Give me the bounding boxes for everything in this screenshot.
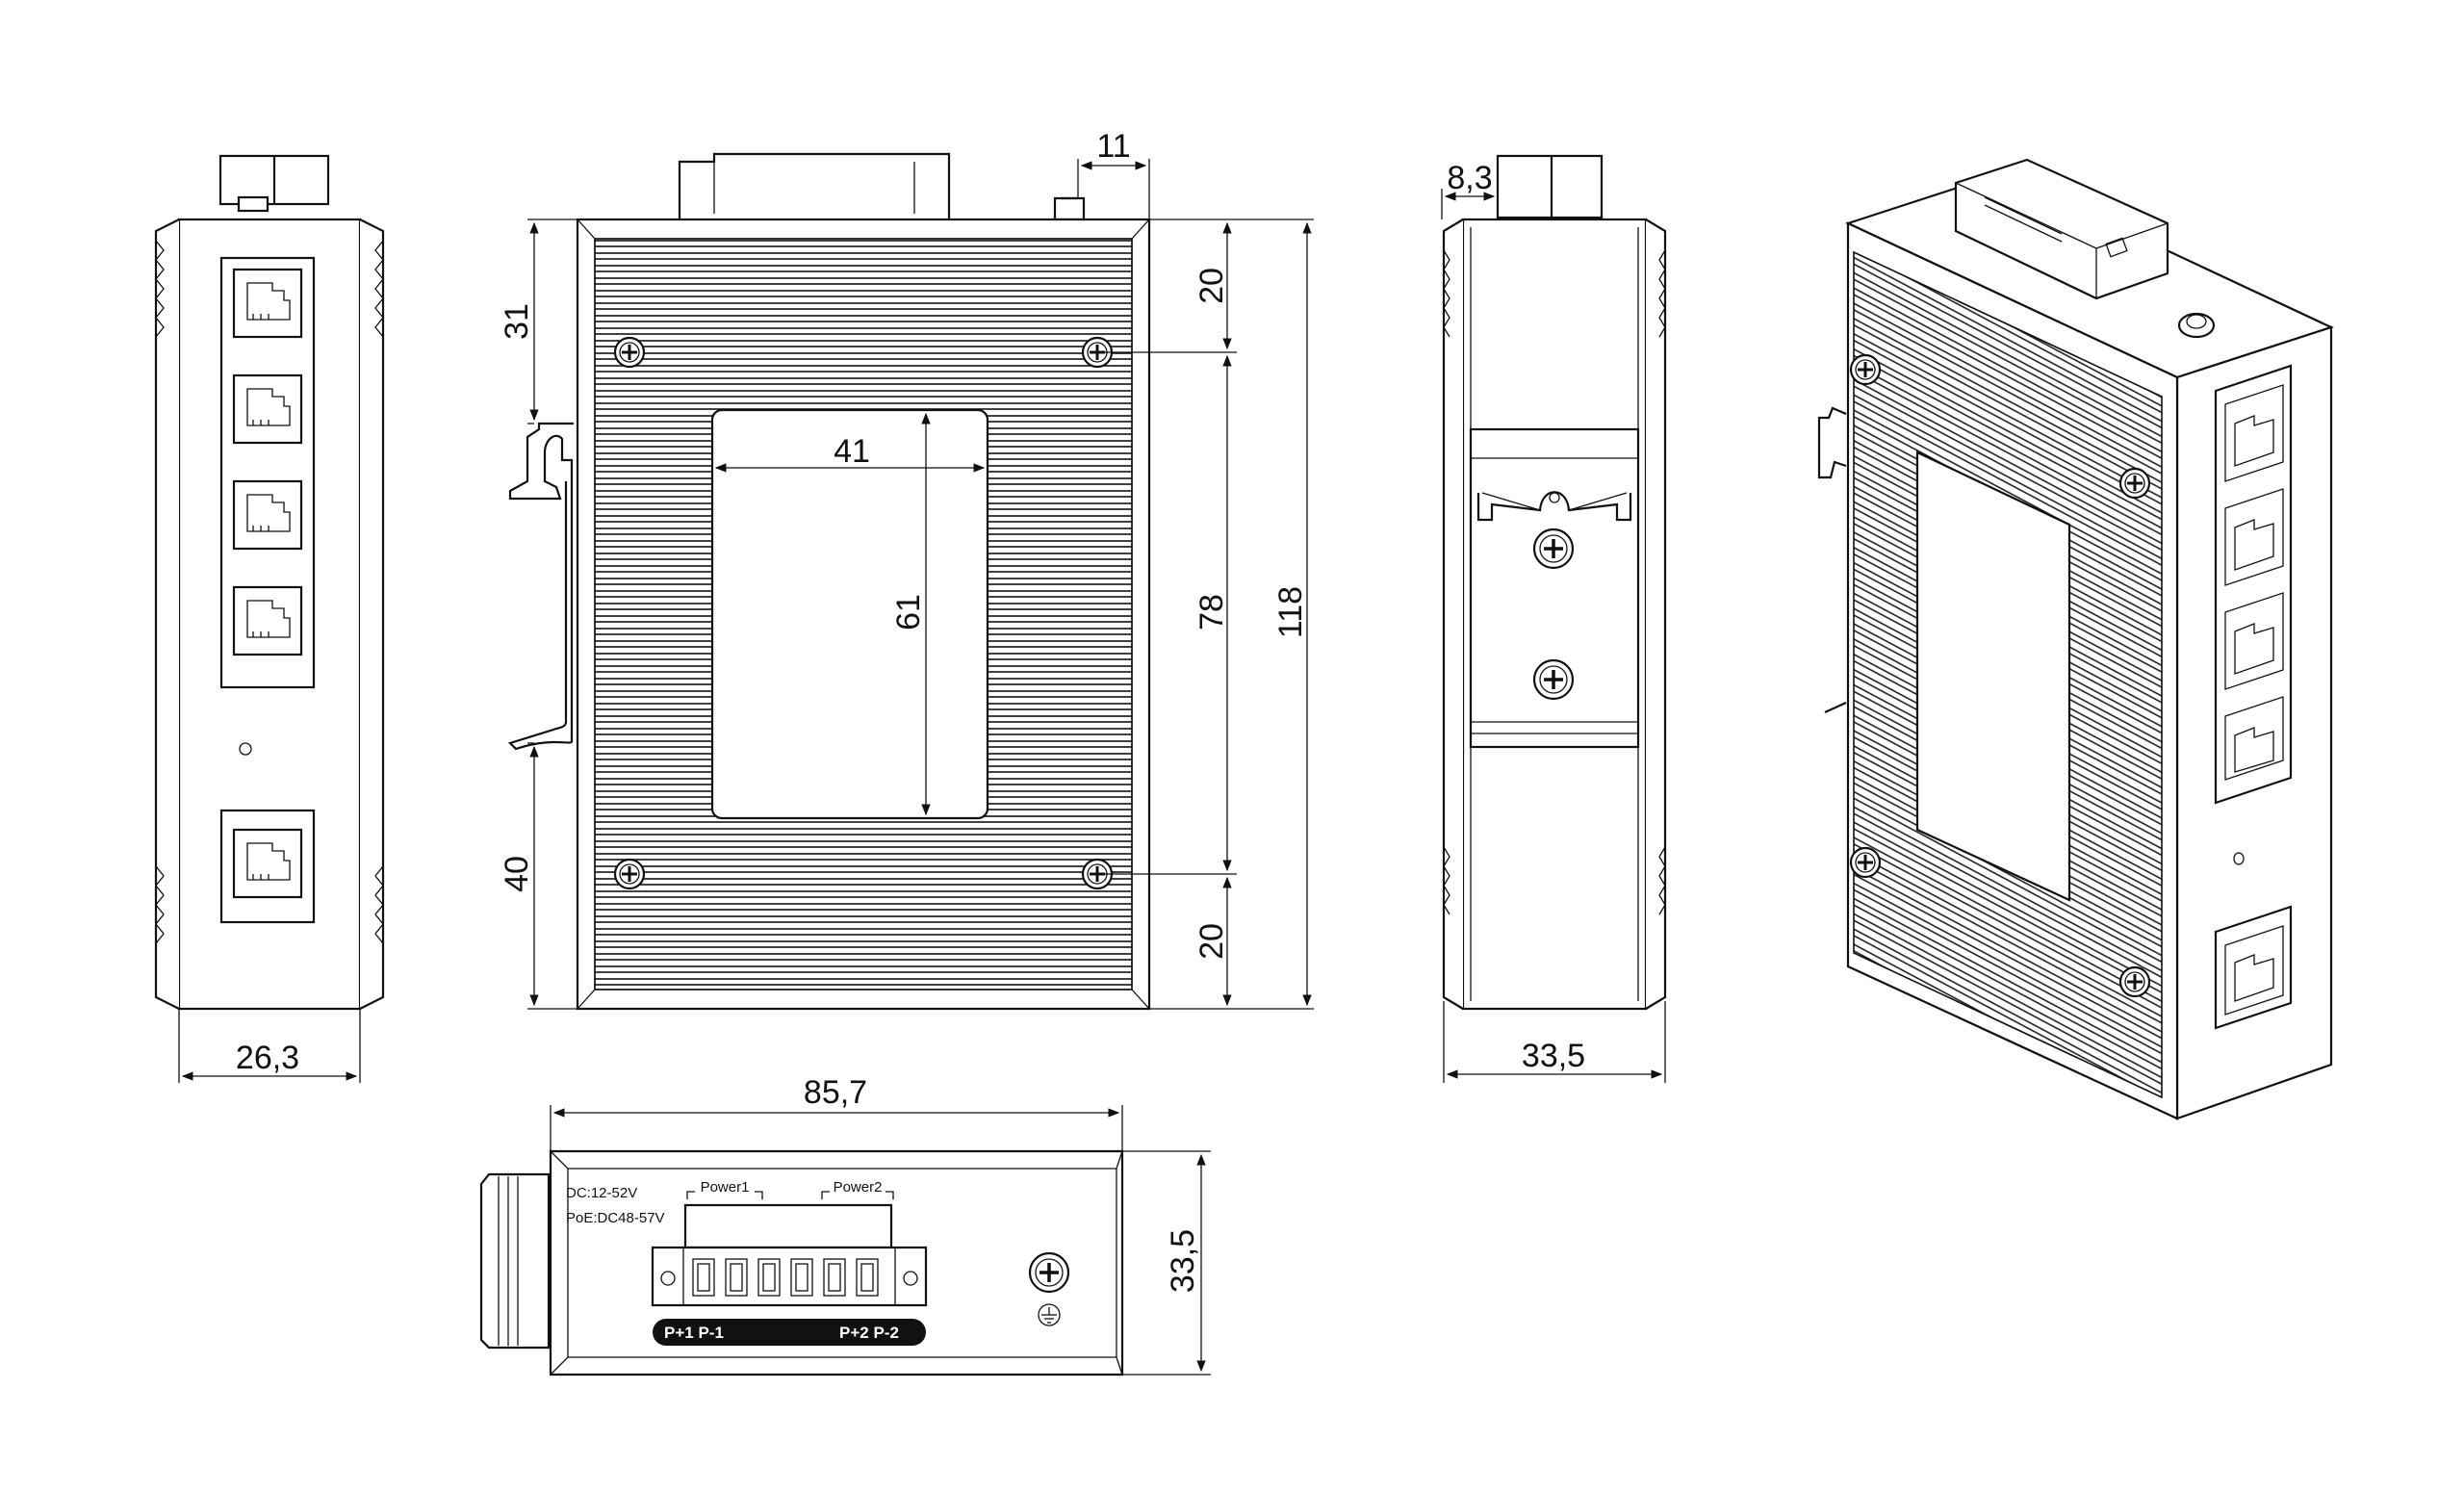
side-view: 8,3 33,5 [1441, 154, 1667, 1083]
dimension-total-height: 118 [1272, 586, 1309, 638]
front-view: 26,3 [154, 154, 385, 1083]
ground-screw-icon [1028, 1251, 1070, 1294]
dimension-side-offset: 8,3 [1447, 160, 1492, 196]
rj45-port-icon [232, 479, 303, 551]
dimension-right-middle: 78 [1194, 594, 1230, 630]
dimension-bottom-margin: 40 [499, 856, 535, 892]
mounting-screw-icon [2118, 965, 2151, 998]
dimension-top-width: 11 [1096, 128, 1130, 165]
heatsink-view: 11 31 40 41 61 20 78 20 118 [499, 128, 1314, 1011]
dimension-window-height: 61 [890, 594, 927, 630]
dimension-right-lower: 20 [1194, 923, 1230, 960]
isometric-view [1817, 158, 2334, 1120]
mounting-screw-icon [2118, 467, 2151, 500]
terminal-right-label: P+2 P-2 [839, 1324, 899, 1342]
bottom-view: DC:12-52V PoE:DC48-57V Power1 Power2 P+1… [479, 1074, 1211, 1376]
terminal-left-label: P+1 P-1 [664, 1324, 724, 1342]
dimension-window-width: 41 [834, 433, 870, 470]
dimension-top-margin: 31 [499, 303, 535, 340]
dimension-right-upper: 20 [1194, 268, 1230, 304]
dc-voltage-label: DC:12-52V [566, 1185, 637, 1201]
rj45-port-icon [232, 268, 303, 339]
mounting-screw-icon [1849, 353, 1882, 386]
rj45-port-icon [232, 373, 303, 445]
dimension-side-width: 33,5 [1522, 1038, 1585, 1074]
mounting-screw-icon [613, 336, 646, 369]
mounting-screw-icon [1849, 846, 1882, 879]
rj45-port-icon [232, 828, 303, 899]
din-rail-screw-icon [1532, 658, 1575, 701]
power2-label: Power2 [834, 1179, 883, 1196]
poe-voltage-label: PoE:DC48-57V [566, 1210, 665, 1226]
ground-symbol-icon [1038, 1303, 1061, 1326]
dimension-left-width: 26,3 [236, 1040, 299, 1076]
mounting-screw-icon [613, 858, 646, 890]
power1-label: Power1 [701, 1179, 750, 1196]
dimension-bottom-depth: 33,5 [1165, 1229, 1201, 1293]
din-rail-screw-icon [1532, 527, 1575, 570]
rj45-port-icon [232, 585, 303, 656]
dimension-bottom-length: 85,7 [804, 1074, 867, 1111]
